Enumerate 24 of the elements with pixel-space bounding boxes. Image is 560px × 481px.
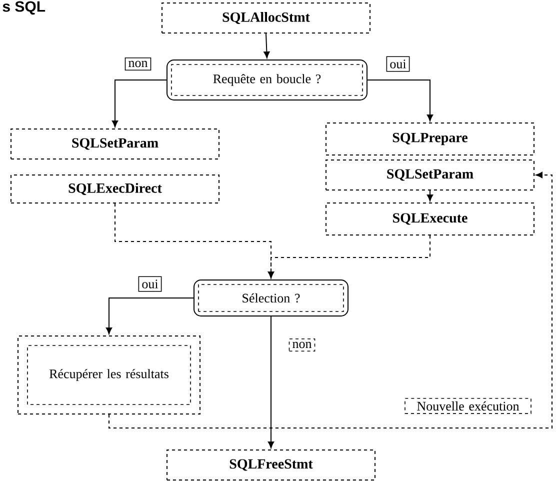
process-box: SQLExecute [326, 202, 534, 236]
edge-label: Nouvelle exécution [404, 398, 532, 414]
process-box: SQLSetParam [10, 128, 220, 160]
edge-label: non [124, 57, 152, 71]
process-box: SQLSetParam [326, 160, 534, 190]
arrow [268, 316, 274, 448]
edge-label: oui [386, 56, 410, 72]
arrow [367, 80, 434, 122]
process-box: SQLPrepare [326, 122, 534, 156]
arrow [112, 80, 167, 128]
arrow [106, 298, 194, 334]
process-box: SQLFreeStmt [166, 450, 376, 480]
process-box: Récupérer les résultats [18, 336, 200, 414]
process-box: SQLAllocStmt [162, 2, 370, 34]
process-box: SQLExecDirect [10, 174, 220, 204]
title: s SQL [2, 1, 46, 15]
edge-label: non [288, 338, 316, 352]
arrow [264, 33, 270, 58]
decision-box: Requête en boucle ? [166, 60, 368, 100]
arrow [426, 190, 434, 202]
edge-label: oui [138, 276, 162, 292]
arrow [108, 172, 552, 428]
arrow [268, 235, 430, 278]
decision-box: Sélection ? [194, 280, 348, 316]
